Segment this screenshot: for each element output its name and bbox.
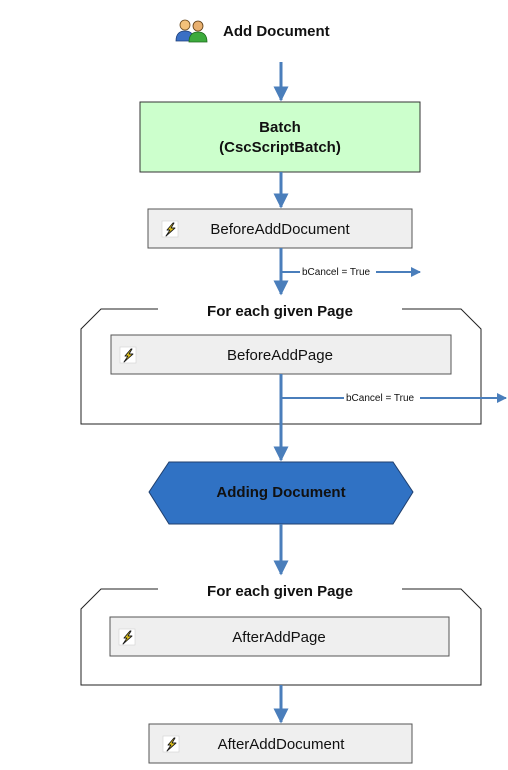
adding-document-node: Adding Document — [148, 461, 414, 525]
batch-sublabel: (CscScriptBatch) — [219, 139, 341, 156]
users-icon — [175, 19, 208, 43]
event-after-add-document: AfterAddDocument — [148, 723, 413, 764]
lightning-icon — [162, 735, 180, 753]
event-label: BeforeAddDocument — [210, 221, 350, 238]
event-after-add-page: AfterAddPage — [109, 616, 450, 657]
batch-node: Batch (CscScriptBatch) — [139, 101, 421, 173]
cancel-label: bCancel = True — [346, 393, 415, 404]
event-label: AfterAddPage — [232, 629, 325, 646]
header-title: Add Document — [223, 23, 330, 40]
lightning-icon — [161, 220, 179, 238]
loop-title: For each given Page — [207, 303, 353, 320]
event-label: BeforeAddPage — [227, 347, 333, 364]
batch-label: Batch — [259, 119, 301, 136]
lightning-icon — [119, 346, 137, 364]
event-before-add-page: BeforeAddPage — [110, 334, 452, 375]
cancel-label: bCancel = True — [302, 267, 371, 278]
adding-label: Adding Document — [216, 484, 345, 501]
event-label: AfterAddDocument — [218, 736, 346, 753]
lightning-icon — [118, 628, 136, 646]
event-before-add-document: BeforeAddDocument — [147, 208, 413, 249]
loop-title: For each given Page — [207, 583, 353, 600]
